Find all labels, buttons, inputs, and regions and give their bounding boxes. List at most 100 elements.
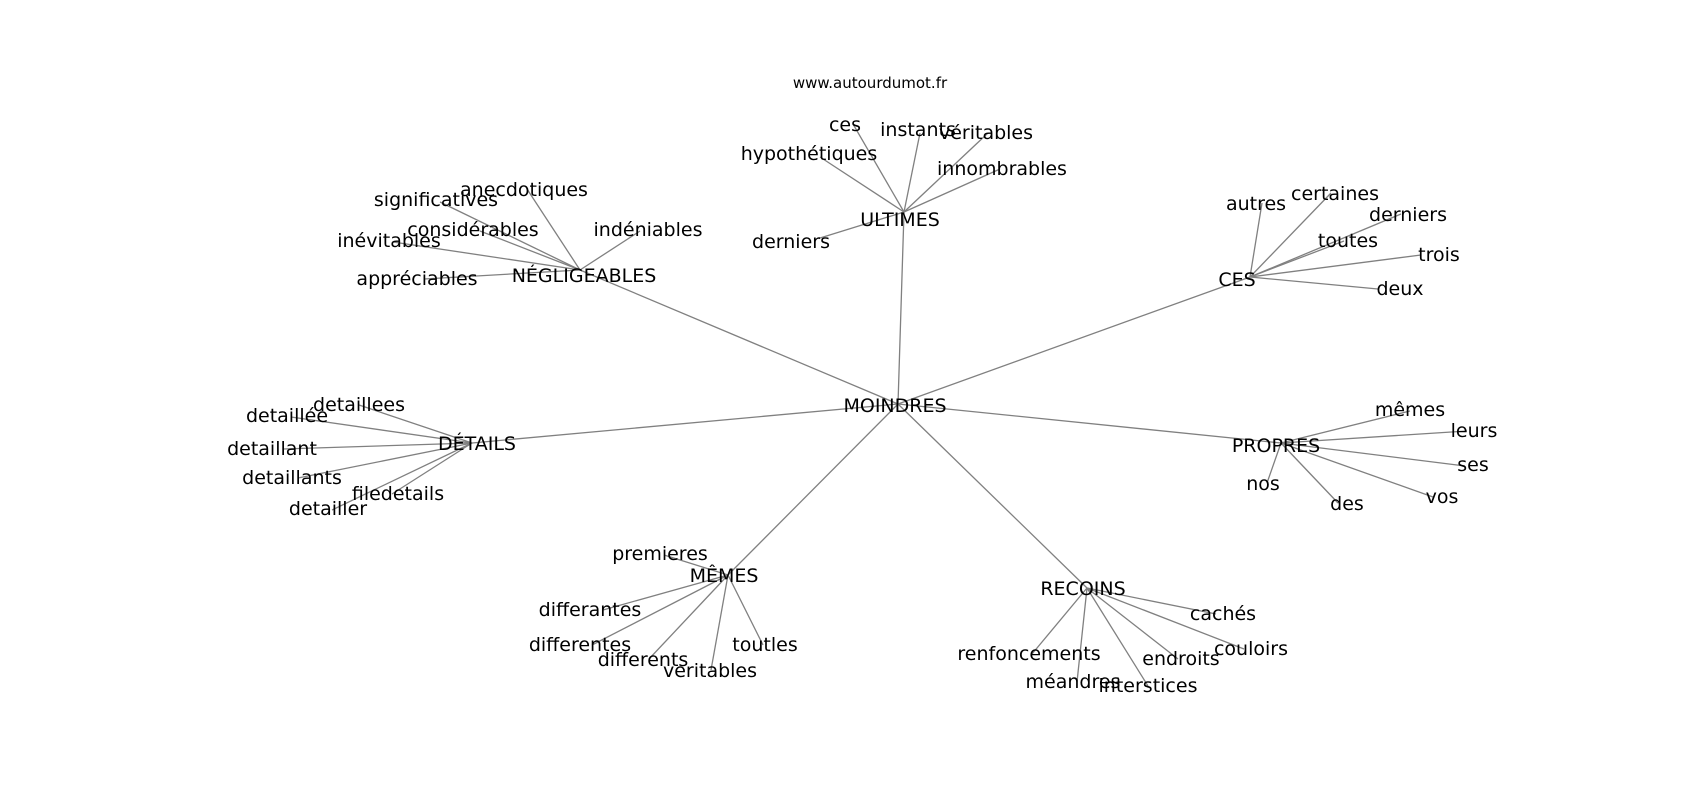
word-node[interactable]: des [1330, 493, 1364, 515]
word-node[interactable]: filedetails [352, 483, 444, 505]
word-node[interactable]: endroits [1142, 648, 1219, 670]
word-node[interactable]: derniers [752, 231, 830, 253]
hub-node-negligeables[interactable]: NÉGLIGEABLES [512, 264, 657, 287]
word-node[interactable]: renfoncements [957, 643, 1100, 665]
word-node[interactable]: ses [1457, 454, 1489, 476]
hub-node-ces[interactable]: CES [1218, 269, 1255, 291]
word-node[interactable]: instants [880, 119, 956, 141]
hub-word-edge [331, 442, 473, 511]
word-node[interactable]: indéniables [594, 219, 703, 241]
hub-word-edge [439, 201, 581, 271]
hub-word-edge [526, 188, 581, 271]
hub-word-edge [1086, 587, 1149, 687]
word-node[interactable]: differantes [539, 599, 642, 621]
word-node[interactable]: mêmes [1375, 399, 1445, 421]
hub-word-edge [710, 574, 729, 671]
hub-word-edge [479, 230, 581, 271]
word-node[interactable]: toutes [1318, 230, 1378, 252]
hub-word-edge [648, 574, 729, 660]
hub-word-edge [1266, 442, 1282, 484]
word-node[interactable]: trois [1418, 244, 1460, 266]
hub-word-edge [1249, 202, 1263, 278]
word-node[interactable]: innombrables [937, 158, 1067, 180]
hub-word-edge [1280, 442, 1466, 467]
word-node[interactable]: cachés [1190, 603, 1256, 625]
word-node[interactable]: derniers [1369, 204, 1447, 226]
word-node[interactable]: premieres [612, 543, 708, 565]
hub-word-edge [1249, 213, 1402, 278]
hub-word-edge [423, 269, 581, 280]
center-hub-edge [897, 403, 1282, 444]
hub-word-edge [391, 442, 473, 495]
word-node[interactable]: toutles [732, 634, 797, 656]
word-node[interactable]: véritables [939, 122, 1033, 144]
word-node[interactable]: ces [829, 114, 861, 136]
hub-word-edge [392, 241, 581, 271]
hub-word-edge [903, 168, 1001, 213]
word-node[interactable]: veritables [663, 660, 757, 682]
source-label: www.autourdumot.fr [793, 74, 948, 92]
graph-labels: www.autourdumot.fr MOINDRES ULTIMES ces … [227, 74, 1497, 697]
word-node[interactable]: inévitables [337, 230, 441, 252]
hub-word-edge [1249, 254, 1422, 278]
word-node[interactable]: couloirs [1214, 638, 1288, 660]
hub-word-edge [1086, 587, 1217, 615]
center-node[interactable]: MOINDRES [843, 395, 946, 417]
hub-word-edge [1280, 430, 1468, 444]
hub-word-edge [1280, 442, 1434, 498]
graph-edges [282, 123, 1468, 687]
word-node[interactable]: detaillant [227, 438, 317, 460]
word-node[interactable]: interstices [1099, 675, 1198, 697]
center-hub-edge [727, 403, 899, 576]
word-node[interactable]: detaillees [313, 394, 405, 416]
hub-word-edge [1249, 276, 1379, 290]
hub-node-ultimes[interactable]: ULTIMES [860, 209, 940, 231]
word-node[interactable]: anecdotiques [460, 179, 588, 201]
hub-word-edge [602, 574, 729, 611]
word-node[interactable]: detailler [289, 498, 367, 520]
hub-node-details[interactable]: DÉTAILS [438, 432, 516, 455]
hub-word-edge [1086, 587, 1245, 650]
center-hub-edge [897, 276, 1251, 405]
hub-word-edge [1249, 192, 1332, 278]
hub-word-edge [819, 156, 905, 213]
center-hub-edge [897, 403, 1088, 589]
hub-word-edge [819, 211, 905, 239]
hub-word-edge [903, 132, 921, 213]
hub-word-edge [290, 416, 473, 444]
hub-word-edge [903, 132, 989, 213]
hub-word-edge [358, 404, 473, 444]
word-node[interactable]: detaillée [246, 405, 328, 427]
word-node[interactable]: autres [1226, 193, 1286, 215]
hub-word-edge [579, 230, 641, 271]
word-node[interactable]: significatives [374, 189, 498, 211]
hub-node-memes[interactable]: MÊMES [690, 564, 759, 587]
hub-node-recoins[interactable]: RECOINS [1040, 578, 1125, 600]
word-node[interactable]: nos [1246, 473, 1280, 495]
hub-word-edge [852, 123, 905, 213]
hub-word-edge [1280, 442, 1339, 504]
word-node[interactable]: vos [1426, 486, 1459, 508]
word-node[interactable]: considérables [407, 219, 538, 241]
hub-word-edge [1031, 587, 1088, 655]
word-node[interactable]: differentes [529, 634, 631, 656]
hub-word-edge [663, 554, 729, 576]
hub-word-edge [1086, 587, 1179, 660]
hub-word-edge [297, 442, 473, 479]
center-hub-edge [897, 211, 905, 405]
word-node[interactable]: detaillants [242, 467, 342, 489]
hub-word-edge [282, 442, 473, 450]
word-node[interactable]: hypothétiques [741, 143, 878, 165]
word-node[interactable]: leurs [1451, 420, 1498, 442]
center-hub-edge [579, 269, 899, 405]
hub-word-edge [727, 574, 764, 646]
hub-word-edge [591, 574, 729, 646]
hub-node-propres[interactable]: PROPRES [1232, 435, 1320, 457]
center-hub-edge [471, 403, 899, 444]
word-node[interactable]: deux [1376, 278, 1423, 300]
word-node[interactable]: méandres [1026, 671, 1121, 693]
word-node[interactable]: certaines [1291, 183, 1379, 205]
word-node[interactable]: appréciables [356, 268, 477, 290]
word-node[interactable]: differents [598, 649, 689, 671]
